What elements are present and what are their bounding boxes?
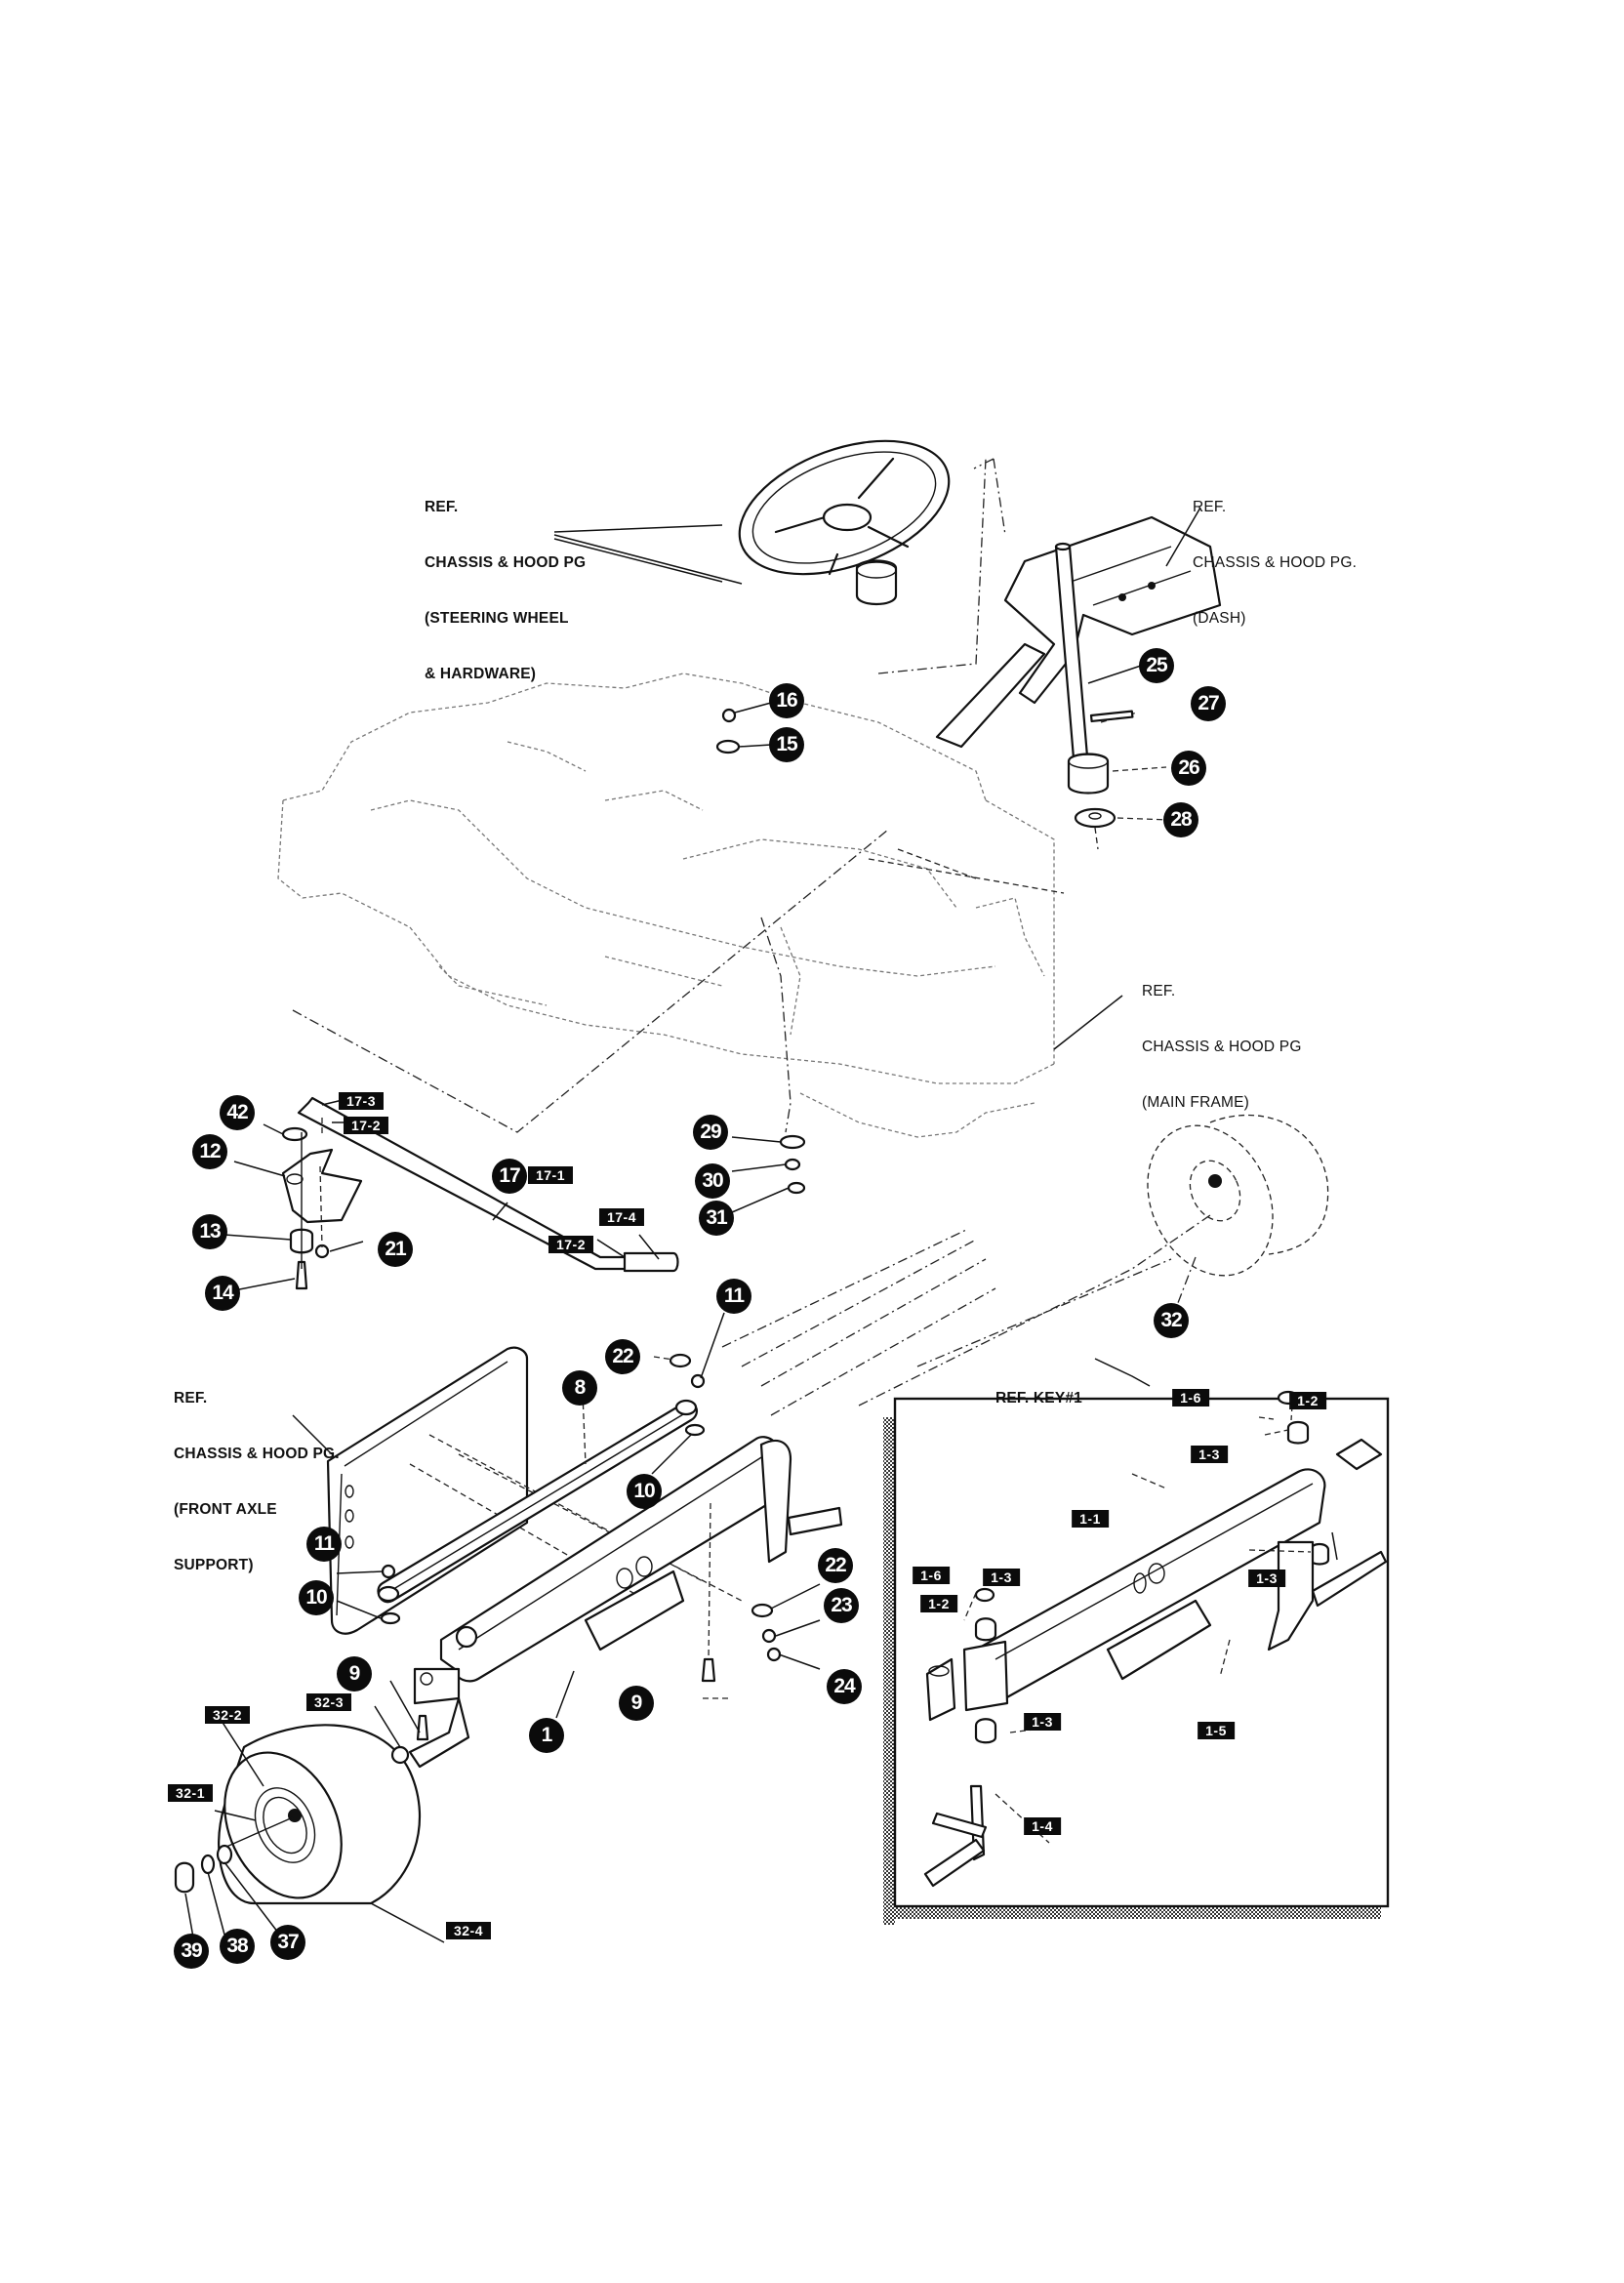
callout-25: 25: [1139, 648, 1174, 683]
subtag-17-2: 17-2: [343, 1117, 389, 1134]
callout-8: 8: [562, 1370, 597, 1406]
callout-30: 30: [695, 1163, 730, 1199]
callout-10: 10: [627, 1474, 662, 1509]
inset-tag-1-5: 1-5: [1198, 1722, 1235, 1739]
callout-11: 11: [306, 1527, 342, 1562]
front-wheel-right: [1147, 1115, 1329, 1277]
callout-14: 14: [205, 1276, 240, 1311]
callout-39: 39: [174, 1934, 209, 1969]
front-axle-1: [408, 1436, 843, 1769]
callout-38: 38: [220, 1929, 255, 1964]
subtag-32-3: 32-3: [305, 1693, 352, 1711]
callout-22: 22: [818, 1548, 853, 1583]
subtag-17-3: 17-3: [338, 1092, 385, 1110]
callout-21: 21: [378, 1232, 413, 1267]
callout-12: 12: [192, 1134, 227, 1169]
pinion-gear: [1067, 753, 1110, 795]
inset-tag-1-2: 1-2: [920, 1595, 957, 1612]
callout-9: 9: [337, 1656, 372, 1692]
callout-10: 10: [299, 1580, 334, 1615]
ref-key-inset: [883, 1390, 1390, 1925]
inset-tag-1-3: 1-3: [983, 1569, 1020, 1586]
callout-17: 17: [492, 1159, 527, 1194]
inset-tag-1-4: 1-4: [1024, 1817, 1061, 1835]
callout-27: 27: [1191, 686, 1226, 721]
ref-key-1-note: REF. KEY#1: [995, 1390, 1083, 1406]
inset-tag-1-6: 1-6: [913, 1567, 950, 1584]
subtag-17-1: 17-1: [527, 1166, 574, 1184]
front-axle-support: [326, 1346, 529, 1635]
subtag-17-2: 17-2: [548, 1236, 594, 1253]
callout-1: 1: [529, 1718, 564, 1753]
callout-24: 24: [827, 1669, 862, 1704]
callout-23: 23: [824, 1588, 859, 1623]
callout-42: 42: [220, 1095, 255, 1130]
callout-32: 32: [1154, 1303, 1189, 1338]
callout-28: 28: [1163, 802, 1198, 837]
callout-11: 11: [716, 1279, 751, 1314]
inset-tag-1-6: 1-6: [1172, 1389, 1209, 1406]
callout-29: 29: [693, 1115, 728, 1150]
inset-tag-1-3: 1-3: [1024, 1713, 1061, 1731]
callout-37: 37: [270, 1925, 305, 1960]
subtag-17-4: 17-4: [598, 1208, 645, 1226]
callout-22: 22: [605, 1339, 640, 1374]
callout-26: 26: [1171, 751, 1206, 786]
main-frame-phantom: [277, 673, 1055, 1138]
dash-ref-note: REF. CHASSIS & HOOD PG. (DASH): [1193, 499, 1358, 627]
inset-tag-1-2: 1-2: [1289, 1392, 1326, 1409]
front-axle-support-ref-note: REF. CHASSIS & HOOD PG. (FRONT AXLE SUPP…: [174, 1390, 340, 1573]
main-frame-ref-note: REF. CHASSIS & HOOD PG (MAIN FRAME): [1142, 983, 1302, 1111]
subtag-32-4: 32-4: [445, 1922, 492, 1939]
steering-ref-leader: [553, 524, 743, 585]
steering-sector: [281, 1126, 363, 1290]
callout-9: 9: [619, 1686, 654, 1721]
subtag-32-2: 32-2: [204, 1706, 251, 1724]
callout-16: 16: [769, 683, 804, 718]
inset-tag-1-3: 1-3: [1248, 1570, 1285, 1587]
front-wheel-left: [218, 1724, 422, 1905]
inset-tag-1-3: 1-3: [1191, 1446, 1228, 1463]
callout-15: 15: [769, 727, 804, 762]
subtag-32-1: 32-1: [167, 1784, 214, 1802]
inset-tag-1-1: 1-1: [1072, 1510, 1109, 1528]
callout-31: 31: [699, 1201, 734, 1236]
steering-wheel: [738, 439, 951, 606]
steering-wheel-ref-note: REF. CHASSIS & HOOD PG (STEERING WHEEL &…: [425, 499, 587, 682]
tie-rod-8: [377, 1399, 698, 1604]
callout-13: 13: [192, 1214, 227, 1249]
